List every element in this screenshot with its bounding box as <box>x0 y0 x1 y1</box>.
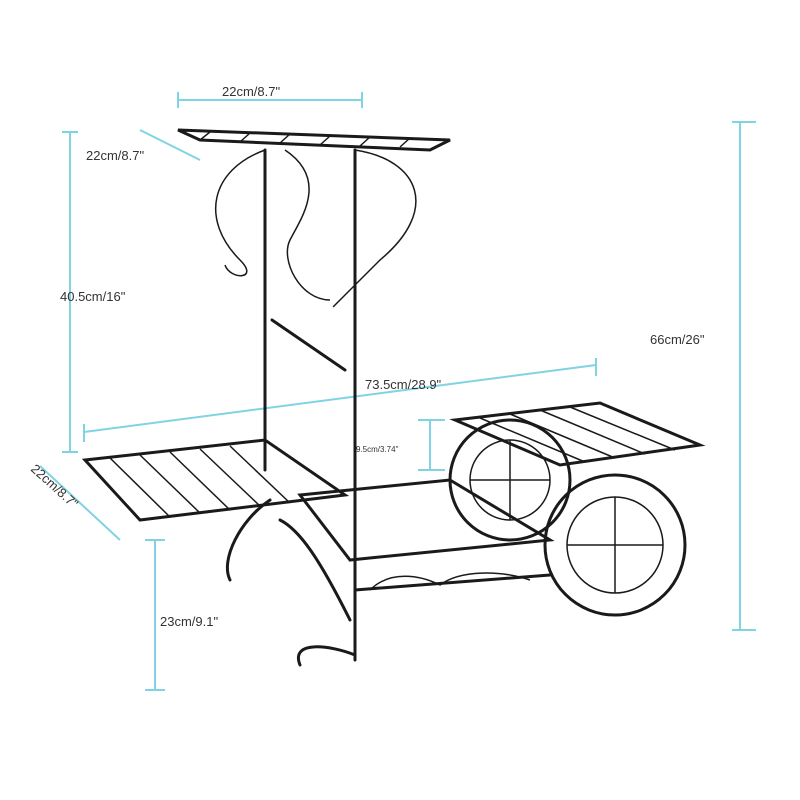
front-wheel <box>543 473 687 617</box>
top-depth-label: 22cm/8.7" <box>86 148 144 163</box>
dimension-lines <box>39 92 756 691</box>
plant-stand-illustration <box>81 128 706 667</box>
total-height-label: 66cm/26" <box>650 332 705 347</box>
shelf-gap-label: 9.5cm/3.74" <box>356 445 399 454</box>
top-width-label: 22cm/8.7" <box>222 84 280 99</box>
leg-height-label: 23cm/9.1" <box>160 614 218 629</box>
total-length-label: 73.5cm/28.9" <box>365 377 442 392</box>
rear-wheel <box>448 418 572 542</box>
upper-height-label: 40.5cm/16" <box>60 289 126 304</box>
shelf-depth-label: 22cm/8.7" <box>28 461 81 511</box>
